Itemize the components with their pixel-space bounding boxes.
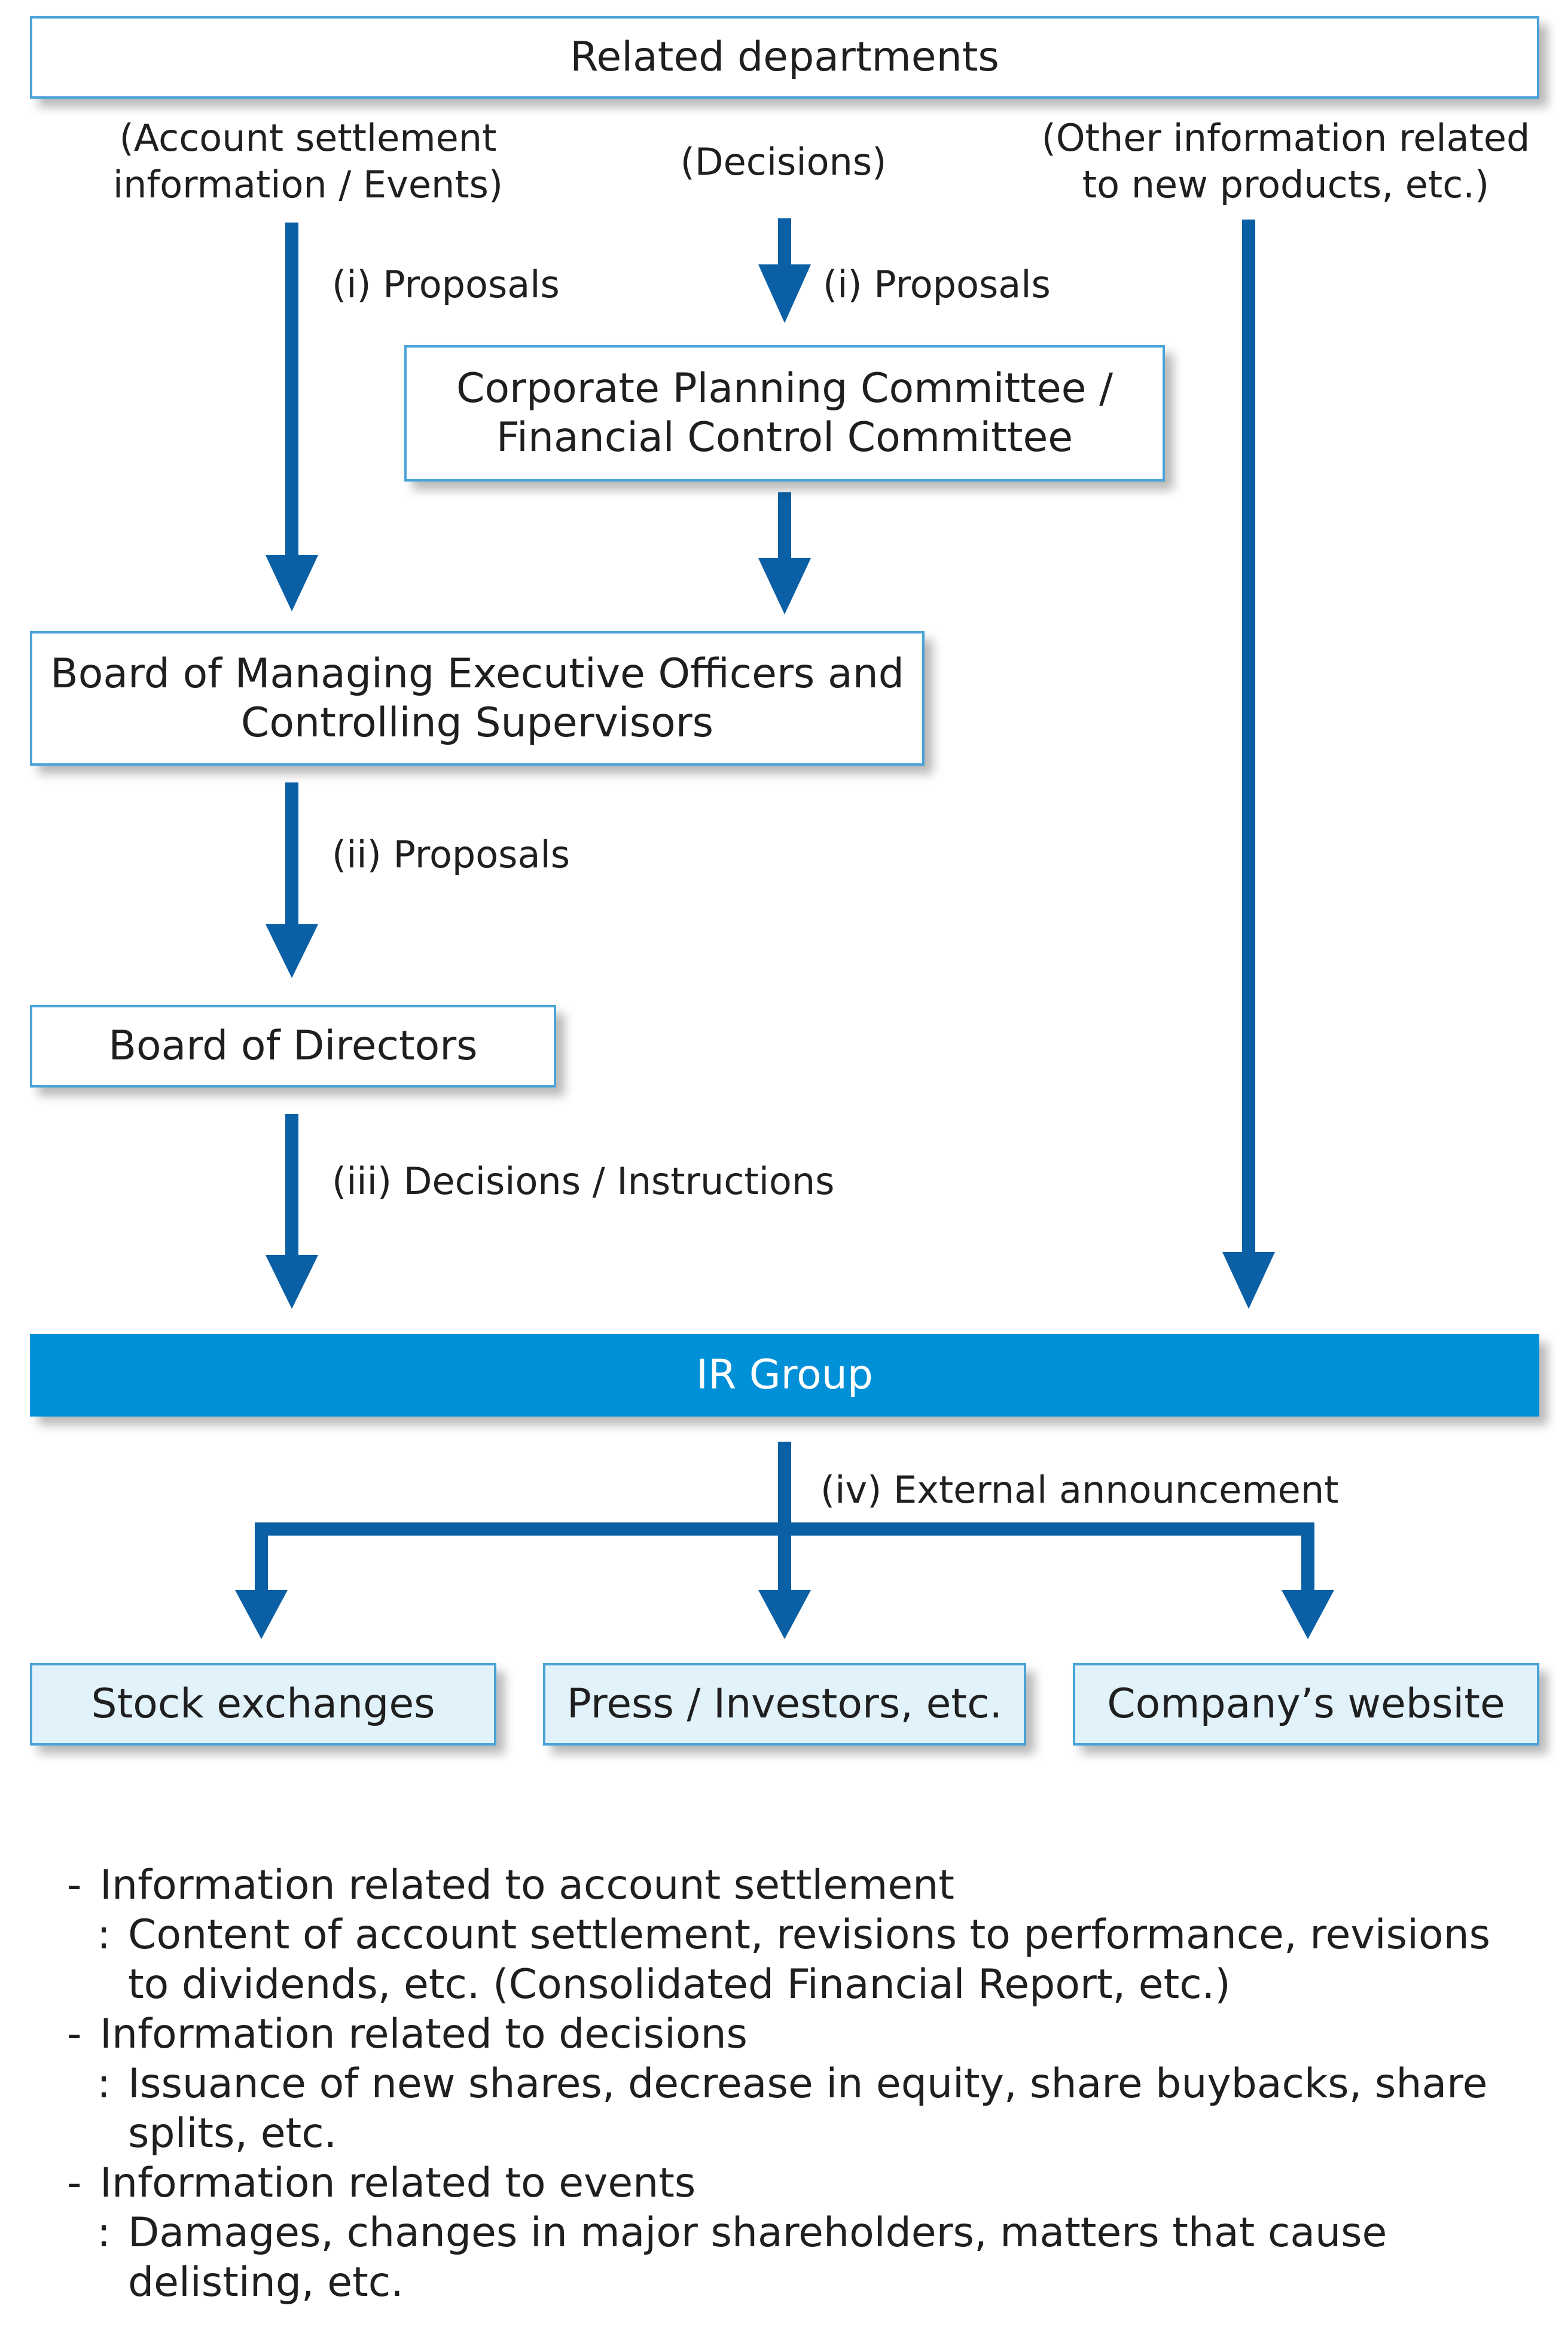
company-website-box: Company’s website [1073,1663,1539,1746]
arrow-acct-to-board [285,223,298,562]
arrow-cpc-to-board [778,492,791,564]
stock-exchanges-box: Stock exchanges [30,1663,496,1746]
proposals-middle-label: (i) Proposals [823,263,1051,306]
arrow-other-to-ir [1242,220,1255,1257]
note-detail: : Issuance of new shares, decrease in eq… [97,2060,1488,2157]
board-of-managing-officers-box: Board of Managing Executive Officers and… [30,631,925,766]
information-notes: - Information related to account settlem… [67,1860,1532,2307]
other-information-label: (Other information related to new produc… [1041,116,1530,206]
proposals-left-label: (i) Proposals [332,263,560,306]
note-category: - Information related to events [67,2160,696,2207]
ir-group-label: IR Group [696,1351,873,1399]
board-meo-line-1: Board of Managing Executive Officers and [50,650,904,698]
arrow-decisions-to-cpc [778,218,791,267]
stock-exchanges-label: Stock exchanges [91,1680,435,1728]
ir-group-box: IR Group [30,1334,1539,1417]
cpc-line-1: Corporate Planning Committee / [456,365,1114,412]
external-announcement-label: (iv) External announcement [820,1468,1339,1512]
note-detail: : Content of account settlement, revisio… [97,1911,1491,2008]
press-investors-box: Press / Investors, etc. [543,1663,1026,1746]
decisions-instructions-label: (iii) Decisions / Instructions [332,1159,835,1203]
note-category: - Information related to decisions [67,2011,748,2058]
related-departments-label: Related departments [570,33,999,81]
cpc-line-2: Financial Control Committee [496,414,1073,461]
account-settlement-label: (Account settlement information / Events… [112,116,504,206]
note-detail: : Damages, changes in major shareholders… [97,2209,1387,2306]
decisions-label: (Decisions) [680,140,887,184]
arrow-board-to-directors [285,782,298,929]
company-website-label: Company’s website [1107,1680,1505,1728]
corporate-planning-committee-box: Corporate Planning Committee / Financial… [404,345,1165,482]
press-investors-label: Press / Investors, etc. [566,1680,1003,1728]
arrow-ir-down [778,1442,791,1596]
board-of-directors-box: Board of Directors [30,1005,556,1088]
arrow-branch-horizontal [255,1522,1314,1536]
proposals-ii-label: (ii) Proposals [332,833,571,876]
board-of-directors-label: Board of Directors [108,1022,478,1070]
arrow-directors-to-ir [285,1114,298,1260]
related-departments-box: Related departments [30,16,1539,99]
note-category: - Information related to account settlem… [67,1862,954,1909]
board-meo-line-2: Controlling Supervisors [240,699,714,747]
